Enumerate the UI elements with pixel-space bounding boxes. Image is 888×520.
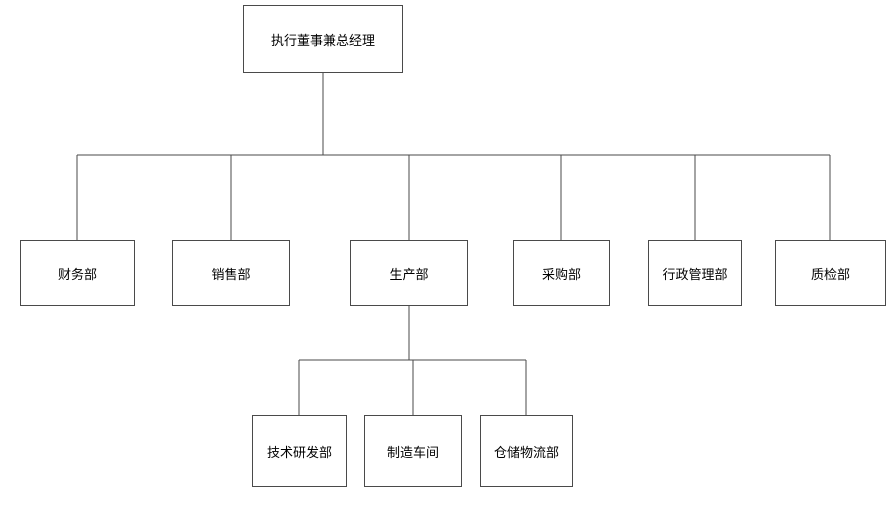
- org-node-purchasing: 采购部: [513, 240, 610, 306]
- org-node-manufacturing-workshop: 制造车间: [364, 415, 462, 487]
- org-node-production: 生产部: [350, 240, 468, 306]
- org-node-label: 财务部: [57, 267, 97, 283]
- org-node-label: 执行董事兼总经理: [270, 33, 375, 49]
- org-node-label: 技术研发部: [266, 445, 332, 461]
- org-node-label: 仓储物流部: [493, 445, 559, 461]
- org-node-sales: 销售部: [172, 240, 290, 306]
- org-node-quality: 质检部: [775, 240, 886, 306]
- org-node-label: 制造车间: [386, 445, 439, 461]
- org-node-label: 质检部: [810, 267, 850, 283]
- org-node-finance: 财务部: [20, 240, 135, 306]
- org-node-rnd: 技术研发部: [252, 415, 347, 487]
- org-node-administration: 行政管理部: [648, 240, 742, 306]
- org-node-warehouse-logistics: 仓储物流部: [480, 415, 573, 487]
- org-node-label: 生产部: [389, 267, 429, 283]
- org-node-general-manager: 执行董事兼总经理: [243, 5, 403, 73]
- org-node-label: 采购部: [541, 267, 581, 283]
- org-node-label: 销售部: [211, 267, 251, 283]
- org-node-label: 行政管理部: [662, 267, 728, 283]
